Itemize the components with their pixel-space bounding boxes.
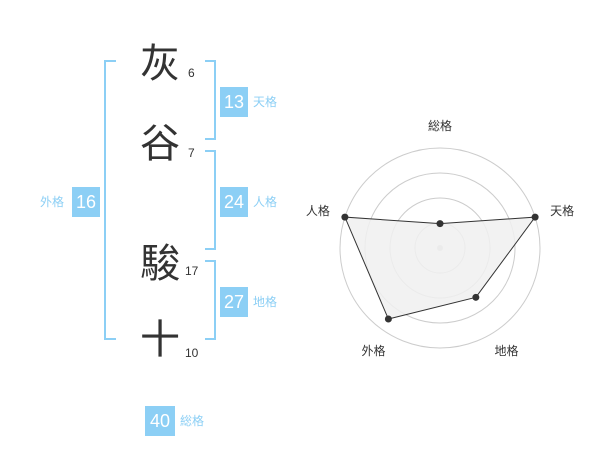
name-char-3: 駿 xyxy=(140,241,180,287)
gaikaku-label: 外格 xyxy=(40,195,65,209)
soukaku-value: 40 xyxy=(145,406,175,436)
radar-axis-label: 総格 xyxy=(428,118,452,133)
stroke-count-1: 6 xyxy=(188,66,195,80)
name-char-1: 灰 xyxy=(140,41,180,87)
radar-point xyxy=(531,213,539,221)
radar-point xyxy=(341,213,349,221)
radar-axis-label: 天格 xyxy=(550,203,574,218)
name-char-4: 十 xyxy=(140,317,180,363)
radar-shape xyxy=(344,216,537,320)
radar-ring xyxy=(339,147,541,349)
name-char-2: 谷 xyxy=(140,121,180,167)
soukaku-label: 総格 xyxy=(180,414,205,428)
radar-point xyxy=(436,220,444,228)
jinkaku-label: 人格 xyxy=(253,195,278,209)
tenkaku-label: 天格 xyxy=(253,95,278,109)
radar-points xyxy=(341,213,539,323)
radar-point xyxy=(384,315,392,323)
chikaku-value: 27 xyxy=(220,287,248,317)
radar-axis-label: 外格 xyxy=(361,343,385,358)
tenkaku-value: 13 xyxy=(220,87,248,117)
radar-point xyxy=(472,293,480,301)
chikaku-label: 地格 xyxy=(253,295,278,309)
radar-axis-label: 地格 xyxy=(495,343,519,358)
jinkaku-value: 24 xyxy=(220,187,248,217)
radar-axis-label: 人格 xyxy=(306,203,330,218)
stroke-count-3: 17 xyxy=(185,264,199,278)
stroke-count-2: 7 xyxy=(188,146,195,160)
radar-polygon xyxy=(344,216,537,320)
gaikaku-value: 16 xyxy=(72,187,100,217)
stroke-count-4: 10 xyxy=(185,346,199,360)
